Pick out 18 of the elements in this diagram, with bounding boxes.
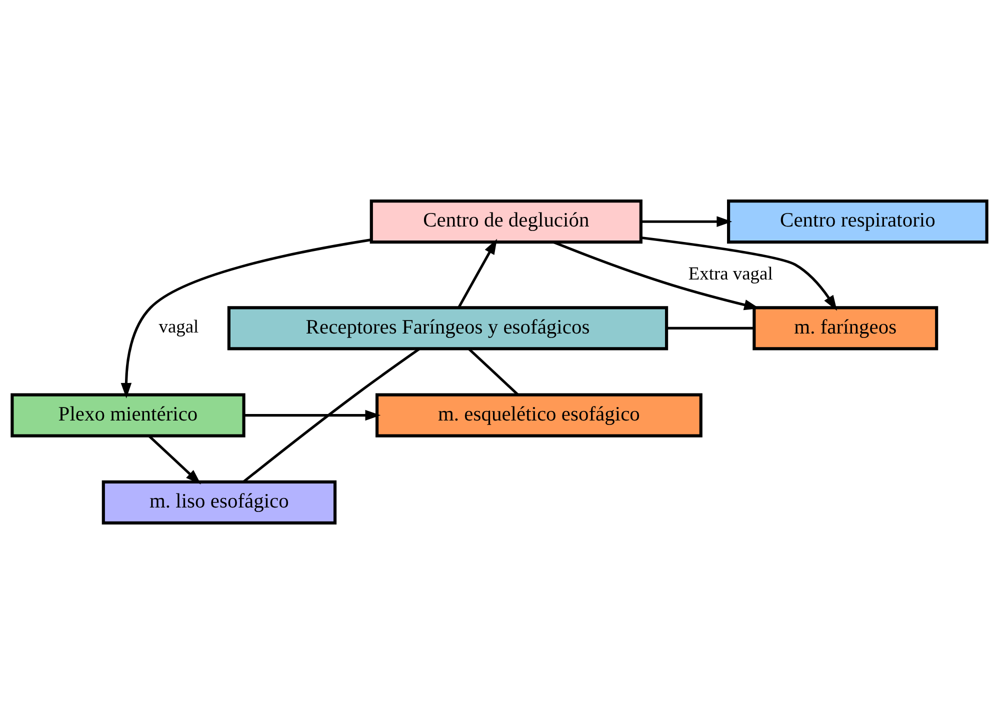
node-box: Plexo mientérico [10, 393, 246, 438]
node-box: m. faríngeos [752, 306, 938, 350]
node-box: Centro de deglución [370, 200, 642, 244]
edge-label: vagal [158, 316, 199, 337]
arrow [148, 435, 201, 484]
arrow [120, 238, 372, 398]
connector [666, 326, 754, 330]
edge-label: Extra vagal [688, 263, 773, 284]
arrow [244, 410, 381, 421]
connector [242, 348, 420, 483]
arrow [641, 216, 732, 227]
node-box: Receptores Faríngeos y esofágicos [227, 306, 668, 350]
node-box: m. esquelético esofágico [376, 393, 702, 438]
node-box: m. liso esofágico [102, 480, 337, 524]
node-box: Centro respiratorio [727, 200, 988, 244]
arrow [641, 236, 838, 311]
connector [468, 348, 519, 396]
arrow [458, 238, 498, 308]
